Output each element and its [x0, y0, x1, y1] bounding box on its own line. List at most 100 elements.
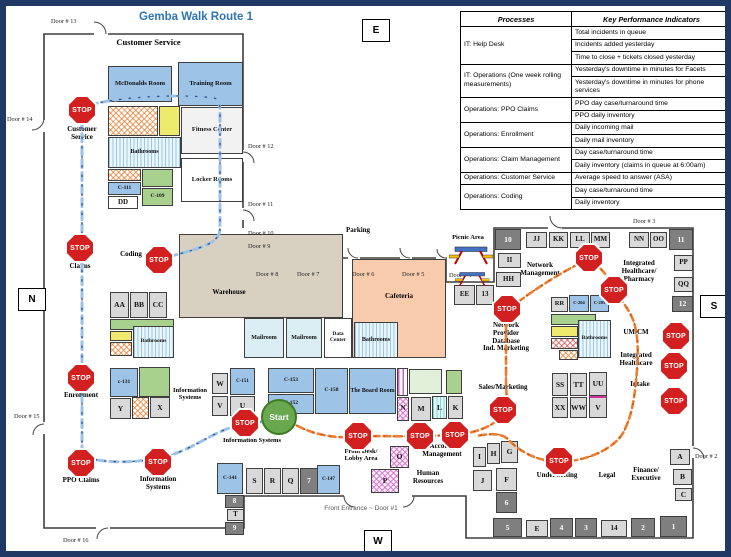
room-unlabeled	[110, 331, 132, 341]
room-n: N	[397, 397, 409, 421]
compass-south: S	[700, 295, 725, 318]
stop-sign: STOP	[405, 421, 435, 451]
room-mailroom: Mailroom	[244, 318, 284, 358]
room-dd: DD	[108, 196, 138, 209]
door-label-door-12: Door # 12	[248, 143, 274, 150]
room-2: 2	[631, 518, 655, 537]
kpi-process-cell: Operations: Enrollment	[460, 121, 572, 148]
room-9: 9	[225, 522, 244, 535]
door-label-door-5: Door # 5	[402, 271, 425, 278]
area-label-enrollment: Enrollment	[63, 391, 99, 399]
kpi-header-indicators: Key Performance Indicators	[571, 10, 725, 28]
kpi-indicator-cell: Yesterday's downtime in minutes for Face…	[571, 63, 725, 78]
room-l: L	[432, 396, 447, 419]
room-4: 4	[550, 518, 573, 537]
stop-sign: STOP	[67, 95, 97, 125]
kpi-indicator-cell: Time to close + tickets closed yesterday	[571, 51, 725, 65]
room-ss: SS	[552, 373, 568, 396]
area-label-information: Information Systems	[173, 387, 207, 402]
door-label-door-13: Door # 13	[51, 18, 77, 25]
room-bathrooms: Bathrooms	[133, 326, 174, 358]
kpi-indicator-cell: Day case/turnaround time	[571, 146, 725, 161]
kpi-indicator-cell: Total incidents in queue	[571, 26, 725, 40]
room-w: W	[212, 373, 228, 394]
stop-sign: STOP	[659, 351, 689, 381]
room-pp: PP	[674, 255, 693, 271]
area-label-network: Network Provider Database Ind. Marketing	[483, 321, 529, 353]
area-label-claims: Claims	[69, 262, 91, 270]
room-c-158: C-158	[315, 368, 348, 414]
room-3: 3	[575, 518, 597, 537]
stop-sign: STOP	[659, 386, 689, 416]
room-c-204: C-204	[569, 295, 589, 312]
compass-west: W	[364, 530, 392, 551]
kpi-indicator-cell: PPO day case/turnaround time	[571, 96, 725, 111]
kpi-process-cell: Operations: Claim Management	[460, 146, 572, 173]
door-label-door-15: Door # 15	[14, 413, 40, 420]
stop-sign: STOP	[343, 421, 373, 451]
stop-sign-face: STOP	[69, 97, 95, 123]
room-v: V	[589, 396, 607, 418]
area-label-coding: Coding	[120, 250, 142, 258]
room-nn: NN	[629, 232, 649, 248]
kpi-process-cell: IT: Help Desk	[460, 26, 572, 65]
room-unlabeled	[159, 106, 180, 136]
picnic-table-icon	[454, 267, 490, 292]
kpi-indicator-cell: Daily incoming mail	[571, 121, 725, 136]
door-label-door-14: Door # 14	[7, 116, 33, 123]
stop-sign-face: STOP	[601, 277, 627, 303]
kpi-row: IT: Operations (One week rolling measure…	[460, 63, 725, 99]
room-v: V	[212, 396, 228, 416]
compass-east: E	[362, 19, 390, 42]
room-c-131: c-131	[110, 368, 138, 397]
stop-sign: STOP	[661, 321, 691, 351]
door-label-door-3: Door # 3	[633, 218, 656, 225]
room-ww: WW	[570, 397, 587, 418]
room-12: 12	[672, 296, 693, 312]
kpi-process-cell: Operations: Customer Service	[460, 171, 572, 186]
area-label-network: Network Management	[520, 261, 560, 277]
kpi-indicator-cell: Yesterday's downtime in minutes for phon…	[571, 76, 725, 99]
area-label-finance: Finance/ Executive	[631, 466, 661, 482]
stop-sign-face: STOP	[663, 323, 689, 349]
room-tt: TT	[570, 373, 587, 396]
room-the-board-room: The Board Room	[349, 368, 396, 414]
room-6: 6	[496, 492, 517, 513]
stop-sign-face: STOP	[576, 245, 602, 271]
area-label-intake: Intake	[630, 380, 650, 388]
room-cc: CC	[149, 292, 167, 318]
area-label-sales-marketing: Sales/Marketing	[478, 383, 528, 391]
room-qq: QQ	[674, 277, 693, 292]
area-label-front-entrance-door-1: Front Entrance ~ Door #1	[324, 505, 398, 512]
room-c-153: C-153	[268, 368, 314, 393]
room-oo: OO	[650, 232, 667, 248]
room-14: 14	[601, 520, 627, 537]
door-label-door-9: Door # 9	[248, 243, 271, 250]
kpi-indicator-cell: Incidents added yesterday	[571, 38, 725, 53]
stop-sign: STOP	[66, 448, 96, 478]
room-m: M	[411, 397, 431, 421]
kpi-indicator-cell: Day case/turnaround time	[571, 184, 725, 198]
kpi-process-cell: Operations: PPO Claims	[460, 97, 572, 123]
room-bb: BB	[130, 292, 148, 318]
room-uu: UU	[589, 372, 607, 396]
room-i: I	[473, 447, 486, 467]
kpi-indicator-cell: Average speed to answer (ASA)	[571, 171, 725, 186]
page-title: Gemba Walk Route 1	[139, 11, 253, 23]
area-label-cafeteria: Cafeteria	[385, 292, 413, 300]
room-y: Y	[110, 398, 131, 419]
room-unlabeled	[397, 368, 408, 396]
room-data-center: Data Center	[324, 318, 352, 358]
area-label-ppo-claims: PPO Claims	[62, 476, 100, 484]
room-a: A	[670, 449, 690, 465]
area-label-customer: Customer Service	[67, 125, 97, 141]
kpi-indicator-cell: Daily inventory (claims in queue at 6:00…	[571, 159, 725, 173]
room-e: E	[526, 520, 548, 537]
room-c-141: C-141	[217, 463, 243, 494]
